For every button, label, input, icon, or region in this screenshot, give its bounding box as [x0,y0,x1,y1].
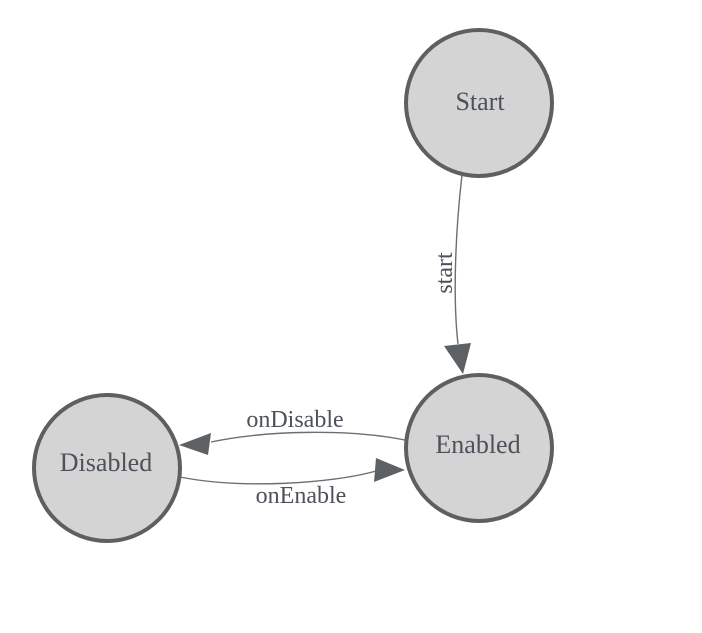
arrowhead-icon [374,458,405,482]
state-node-disabled: Disabled [32,393,182,543]
state-label: Disabled [60,448,152,477]
edge-disabled-to-enabled: onEnable [179,458,405,509]
edge-enabled-to-disabled: onDisable [179,407,406,455]
arrowhead-icon [444,343,471,374]
edge-line [179,470,377,485]
state-circle [404,28,554,178]
state-label: Enabled [435,430,520,459]
state-circle [404,373,554,523]
state-label: Start [455,87,505,116]
edge-line [454,174,463,345]
arrowhead-icon [179,433,211,455]
edge-label-start: start [432,252,458,294]
state-circle [32,393,182,543]
edge-line [210,431,406,443]
state-node-enabled: Enabled [404,373,554,523]
edge-start-to-enabled: start [432,174,471,374]
state-node-start: Start [404,28,554,178]
edge-label-onenable: onEnable [256,483,347,509]
edge-label-ondisable: onDisable [246,407,343,433]
